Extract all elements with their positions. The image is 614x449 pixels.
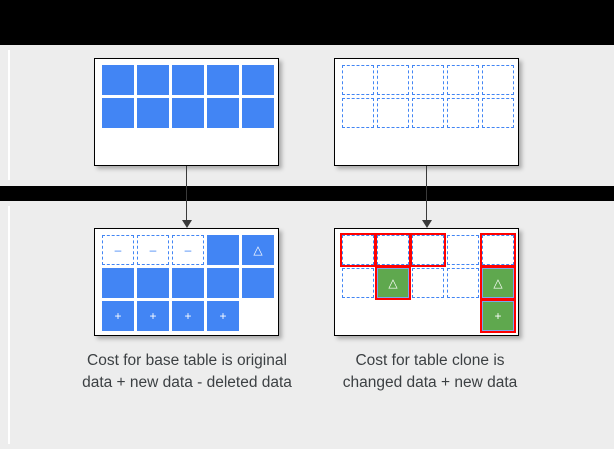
table-cell-green-r2c2: △ xyxy=(375,266,411,300)
table-cell-solid-r1c5 xyxy=(242,65,274,95)
table-cell-dashed-r1c5 xyxy=(482,65,514,95)
table-cell-dashed-r1c3 xyxy=(410,233,446,267)
table-cell-solid-r1c1 xyxy=(102,65,134,95)
upper-content-panel xyxy=(0,45,614,186)
table-cell-dashed-r1c3: – xyxy=(172,235,204,265)
table-cell-solid-r1c4 xyxy=(207,65,239,95)
table-cell-solid-r2c2 xyxy=(137,268,169,298)
table-cell-dashed-r1c2 xyxy=(375,233,411,267)
top-black-band xyxy=(0,0,614,45)
arrow-head-icon xyxy=(181,220,192,228)
plus-icon: + xyxy=(114,309,122,323)
table-cell-solid-r2c1 xyxy=(102,98,134,128)
delta-icon: △ xyxy=(493,276,503,290)
table-card-base-modified: – – – △ + + + + xyxy=(94,228,279,336)
table-cell-dashed-r1c4 xyxy=(447,65,479,95)
table-cell-solid-r2c4 xyxy=(207,268,239,298)
table-cell-solid-r3c4: + xyxy=(207,301,239,331)
left-edge-rule-upper xyxy=(8,50,10,180)
minus-icon: – xyxy=(184,243,192,257)
cell-grid-clone-original xyxy=(342,65,514,128)
table-cell-solid-r2c3 xyxy=(172,98,204,128)
delta-icon: △ xyxy=(253,243,263,257)
table-cell-solid-r2c5 xyxy=(242,268,274,298)
table-cell-dashed-r1c4 xyxy=(447,235,479,265)
minus-icon: – xyxy=(114,243,122,257)
table-cell-dashed-r2c1 xyxy=(342,268,374,298)
table-cell-solid-r1c4 xyxy=(207,235,239,265)
table-cell-dashed-r2c2 xyxy=(377,98,409,128)
table-card-clone-modified: △ △ + xyxy=(334,228,519,336)
table-cell-dashed-r1c2 xyxy=(377,65,409,95)
table-cell-dashed-r1c1 xyxy=(342,65,374,95)
table-cell-dashed-r2c4 xyxy=(447,268,479,298)
table-cell-solid-r2c1 xyxy=(102,268,134,298)
table-cell-dashed-r1c2: – xyxy=(137,235,169,265)
delta-icon: △ xyxy=(388,276,398,290)
table-cell-solid-r3c3: + xyxy=(172,301,204,331)
table-cell-dashed-r2c5 xyxy=(482,98,514,128)
table-cell-empty-r3c4 xyxy=(447,301,479,331)
table-cell-empty-r3c2 xyxy=(377,301,409,331)
arrow-shaft xyxy=(426,166,428,222)
plus-icon: + xyxy=(494,309,502,323)
table-cell-solid-r2c3 xyxy=(172,268,204,298)
table-cell-dashed-r1c1: – xyxy=(102,235,134,265)
table-cell-dashed-r2c3 xyxy=(412,268,444,298)
table-cell-solid-r3c2: + xyxy=(137,301,169,331)
table-cell-solid-r1c2 xyxy=(137,65,169,95)
cell-grid-clone-modified: △ △ + xyxy=(340,233,516,333)
table-cell-empty-r3c5 xyxy=(242,301,274,331)
plus-icon: + xyxy=(149,309,157,323)
table-cell-dashed-r2c1 xyxy=(342,98,374,128)
cell-grid-base-original xyxy=(102,65,274,128)
table-cell-solid-r2c2 xyxy=(137,98,169,128)
middle-black-band xyxy=(0,186,614,201)
arrow-shaft xyxy=(186,166,188,222)
table-cell-solid-r2c5 xyxy=(242,98,274,128)
table-cell-dashed-r2c3 xyxy=(412,98,444,128)
table-cell-empty-r3c3 xyxy=(412,301,444,331)
minus-icon: – xyxy=(149,243,157,257)
table-cell-solid-r1c5: △ xyxy=(242,235,274,265)
plus-icon: + xyxy=(184,309,192,323)
table-cell-solid-r1c3 xyxy=(172,65,204,95)
lower-content-panel xyxy=(0,201,614,449)
table-cell-dashed-r1c5 xyxy=(480,233,516,267)
table-cell-dashed-r1c1 xyxy=(340,233,376,267)
caption-clone-table-cost: Cost for table clone is changed data + n… xyxy=(342,352,518,392)
plus-icon: + xyxy=(219,309,227,323)
table-card-clone-original xyxy=(334,58,519,166)
table-cell-green-r3c5: + xyxy=(480,299,516,333)
table-cell-empty-r3c1 xyxy=(342,301,374,331)
table-cell-dashed-r2c4 xyxy=(447,98,479,128)
table-card-base-original xyxy=(94,58,279,166)
table-cell-green-r2c5: △ xyxy=(480,266,516,300)
table-cell-dashed-r1c3 xyxy=(412,65,444,95)
table-cell-solid-r2c4 xyxy=(207,98,239,128)
cell-grid-base-modified: – – – △ + + + + xyxy=(102,235,274,331)
table-cell-solid-r3c1: + xyxy=(102,301,134,331)
caption-base-table-cost: Cost for base table is original data + n… xyxy=(82,352,292,392)
arrow-head-icon xyxy=(421,220,432,228)
left-edge-rule-lower xyxy=(8,206,10,444)
